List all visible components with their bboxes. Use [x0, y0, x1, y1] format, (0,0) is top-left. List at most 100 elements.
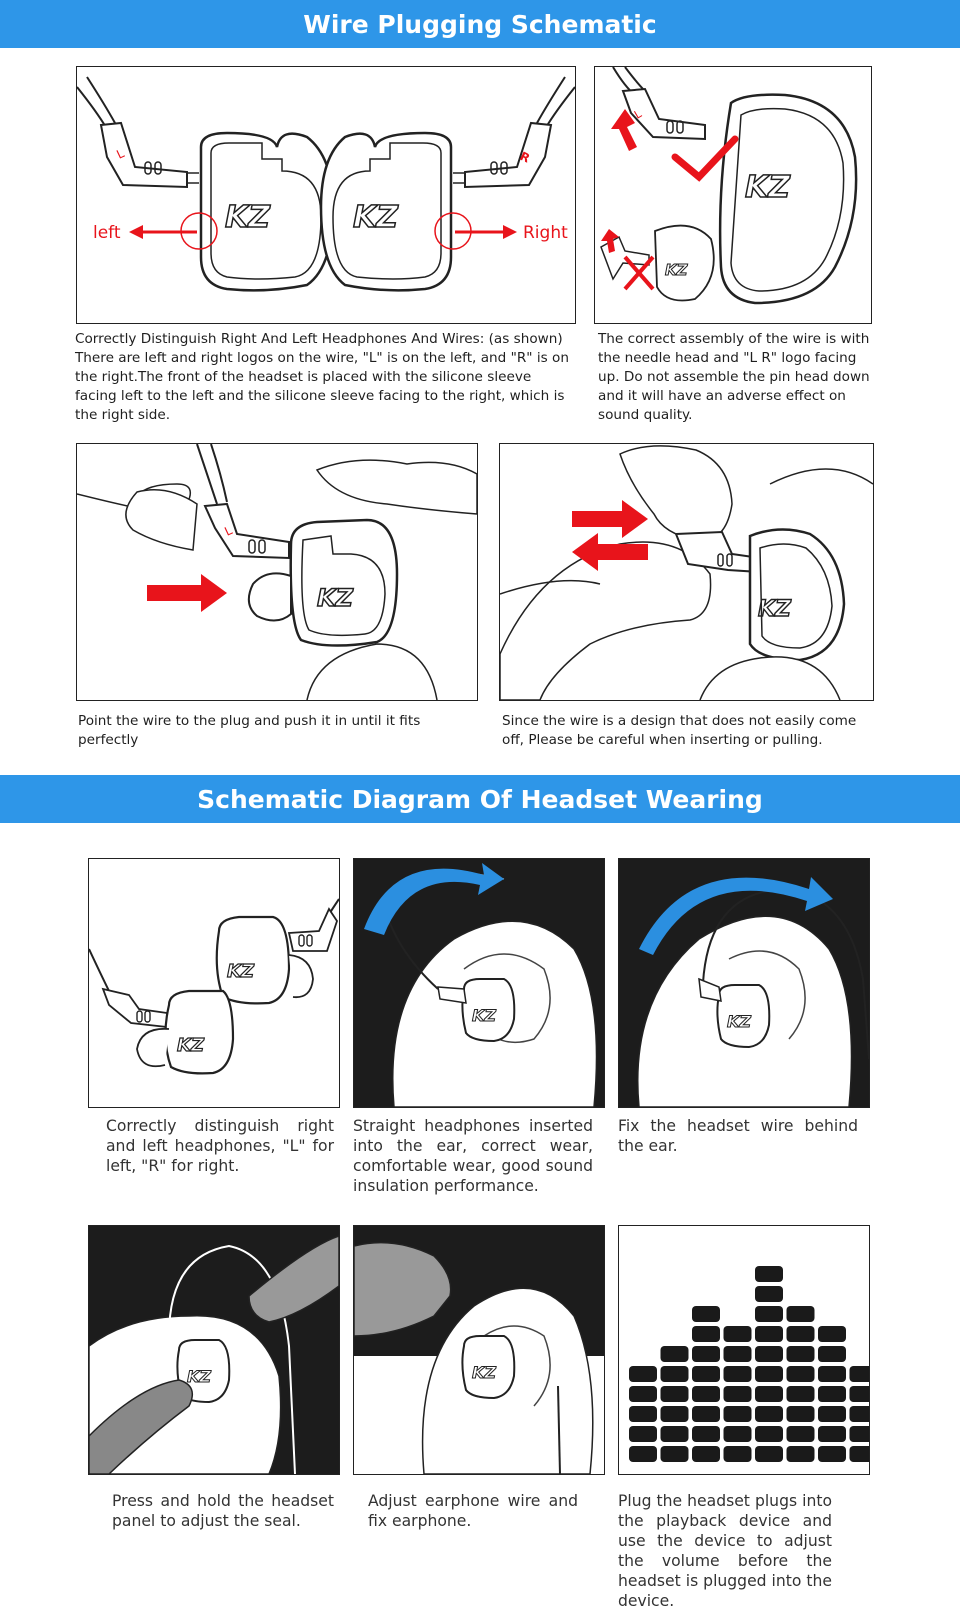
equalizer-block — [755, 1306, 783, 1322]
kz-logo: KZ — [225, 200, 271, 235]
step-5-image: KZ — [353, 1225, 605, 1475]
equalizer-block — [692, 1326, 720, 1342]
equalizer-block — [724, 1366, 752, 1382]
equalizer-block — [850, 1446, 870, 1462]
step-4-caption: Press and hold the headset panel to adju… — [112, 1491, 334, 1531]
left-label: left — [93, 223, 121, 243]
equalizer-block — [787, 1306, 815, 1322]
equalizer-block — [724, 1386, 752, 1402]
equalizer-block — [787, 1366, 815, 1382]
equalizer-block — [661, 1446, 689, 1462]
section-banner-headset-wearing: Schematic Diagram Of Headset Wearing — [0, 775, 960, 823]
equalizer-block — [629, 1406, 657, 1422]
equalizer-block — [787, 1346, 815, 1362]
equalizer-block — [724, 1406, 752, 1422]
wire-lr-diagram: L KZ left R KZ Right — [76, 66, 576, 324]
equalizer-block — [661, 1426, 689, 1442]
equalizer-block — [850, 1386, 870, 1402]
wire-careful-caption: Since the wire is a design that does not… — [502, 712, 874, 750]
adjust-wire-illustration: KZ — [354, 1226, 604, 1474]
equalizer-block — [818, 1386, 846, 1402]
insert-ear-illustration: KZ — [354, 859, 604, 1107]
kz-logo: KZ — [472, 1006, 496, 1025]
wire-insert-diagram: L KZ — [76, 443, 478, 701]
equalizer-block — [818, 1446, 846, 1462]
earphones-pair-illustration: KZ KZ — [89, 859, 339, 1107]
section-title: Wire Plugging Schematic — [303, 10, 656, 39]
equalizer-block — [850, 1366, 870, 1382]
equalizer-block — [629, 1366, 657, 1382]
equalizer-block — [692, 1426, 720, 1442]
equalizer-block — [818, 1426, 846, 1442]
kz-logo: KZ — [665, 261, 689, 279]
orientation-illustration: L KZ KZ — [595, 67, 871, 323]
equalizer-block — [629, 1386, 657, 1402]
equalizer-block — [787, 1386, 815, 1402]
equalizer-block — [692, 1366, 720, 1382]
wire-lr-caption: Correctly Distinguish Right And Left Hea… — [75, 330, 575, 425]
section-banner-wire-plugging: Wire Plugging Schematic — [0, 0, 960, 48]
wire-insert-caption: Point the wire to the plug and push it i… — [78, 712, 478, 750]
step-6-caption: Plug the headset plugs into the playback… — [618, 1491, 832, 1611]
equalizer-block — [755, 1366, 783, 1382]
kz-logo: KZ — [472, 1363, 496, 1382]
equalizer-block — [818, 1346, 846, 1362]
kz-logo: KZ — [758, 597, 792, 622]
kz-logo: KZ — [745, 170, 791, 205]
volume-equalizer-illustration — [619, 1226, 869, 1474]
equalizer-block — [661, 1346, 689, 1362]
kz-logo: KZ — [177, 1035, 205, 1056]
step-4-image: KZ — [88, 1225, 340, 1475]
equalizer-block — [661, 1406, 689, 1422]
equalizer-block — [724, 1426, 752, 1442]
kz-logo: KZ — [317, 584, 354, 612]
equalizer-block — [692, 1446, 720, 1462]
equalizer-block — [850, 1406, 870, 1422]
step-3-caption: Fix the headset wire behind the ear. — [618, 1116, 858, 1156]
kz-logo: KZ — [727, 1012, 751, 1031]
equalizer-block — [724, 1346, 752, 1362]
step-2-caption: Straight headphones inserted into the ea… — [353, 1116, 593, 1196]
equalizer-block — [629, 1426, 657, 1442]
equalizer-block — [755, 1426, 783, 1442]
section-title: Schematic Diagram Of Headset Wearing — [197, 785, 763, 814]
equalizer-block — [787, 1426, 815, 1442]
step-2-image: KZ — [353, 858, 605, 1108]
wire-orientation-diagram: L KZ KZ — [594, 66, 872, 324]
equalizer-block — [692, 1306, 720, 1322]
equalizer-block — [661, 1386, 689, 1402]
equalizer-block — [787, 1326, 815, 1342]
equalizer-block — [755, 1326, 783, 1342]
equalizer-block — [692, 1346, 720, 1362]
press-panel-illustration: KZ — [89, 1226, 339, 1474]
equalizer-block — [755, 1446, 783, 1462]
right-label: Right — [523, 223, 568, 243]
equalizer-block — [629, 1446, 657, 1462]
step-3-image: KZ — [618, 858, 870, 1108]
insert-illustration: L KZ — [77, 444, 477, 700]
equalizer-block — [755, 1406, 783, 1422]
equalizer-block — [818, 1366, 846, 1382]
kz-logo: KZ — [187, 1367, 211, 1386]
equalizer-block — [755, 1346, 783, 1362]
step-5-caption: Adjust earphone wire and fix earphone. — [368, 1491, 578, 1531]
equalizer-block — [755, 1266, 783, 1282]
wire-careful-diagram: KZ — [499, 443, 874, 701]
equalizer-block — [661, 1366, 689, 1382]
equalizer-block — [787, 1446, 815, 1462]
equalizer-block — [818, 1326, 846, 1342]
step-6-image — [618, 1225, 870, 1475]
wire-behind-ear-illustration: KZ — [619, 859, 869, 1107]
kz-logo: KZ — [353, 200, 399, 235]
equalizer-block — [755, 1286, 783, 1302]
step-1-caption: Correctly distinguish right and left hea… — [106, 1116, 334, 1176]
equalizer-block — [724, 1326, 752, 1342]
lr-earphones-illustration: L KZ left R KZ Right — [77, 67, 575, 323]
equalizer-block — [692, 1406, 720, 1422]
wire-orientation-caption: The correct assembly of the wire is with… — [598, 330, 870, 425]
equalizer-block — [724, 1446, 752, 1462]
careful-illustration: KZ — [500, 444, 873, 700]
equalizer-block — [818, 1406, 846, 1422]
equalizer-block — [850, 1426, 870, 1442]
equalizer-block — [755, 1386, 783, 1402]
